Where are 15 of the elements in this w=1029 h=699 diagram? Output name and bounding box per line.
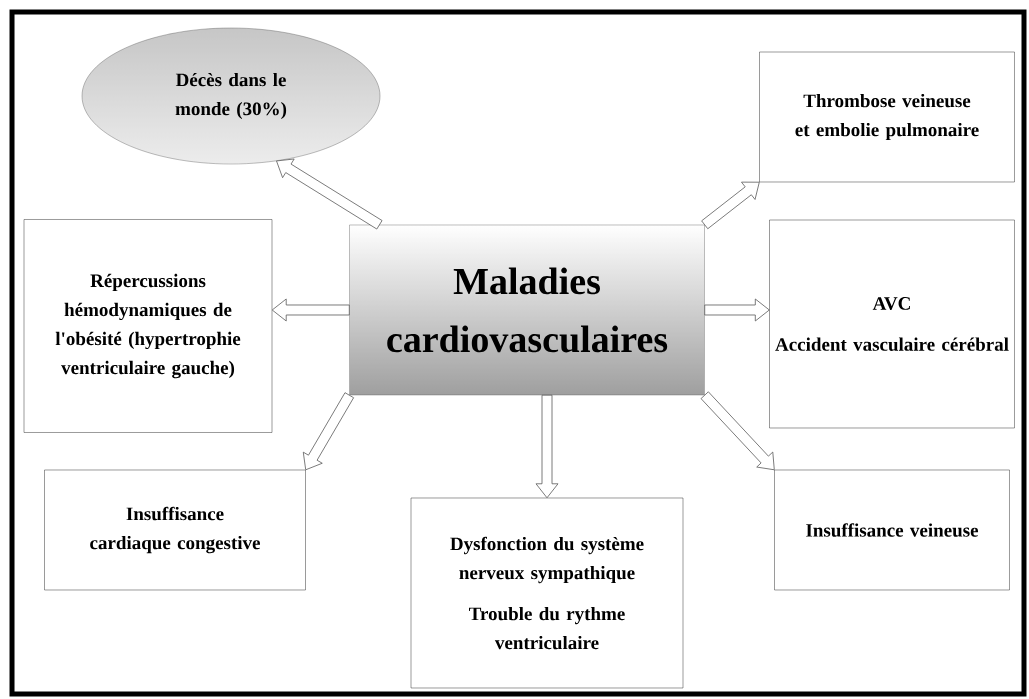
text-box: Thrombose veineuse et embolie pulmonaire: [759, 51, 1015, 183]
block-arrow: [701, 181, 760, 230]
text-box: Répercussions hémodynamiques de l'obésité (hypertrophie ventriculaire gauche): [23, 219, 273, 433]
block-arrow: [700, 391, 775, 471]
text-box: Insuffisance cardiaque congestive: [44, 469, 306, 591]
text-box: AVC Accident vasculaire cérébral: [769, 219, 1015, 429]
text-box: Insuffisance veineuse: [774, 469, 1010, 591]
block-arrow: [276, 158, 383, 230]
text-box: Dysfonction du système nerveux sympathique Trouble du rythme ventriculaire: [410, 497, 684, 689]
block-arrow: [271, 298, 350, 322]
ellipse-node: Décès dans le monde (30%): [81, 27, 381, 165]
central-box: Maladies cardiovasculaires: [349, 224, 705, 396]
block-arrow: [535, 394, 559, 499]
block-arrow: [302, 392, 354, 471]
block-arrow: [704, 298, 770, 322]
